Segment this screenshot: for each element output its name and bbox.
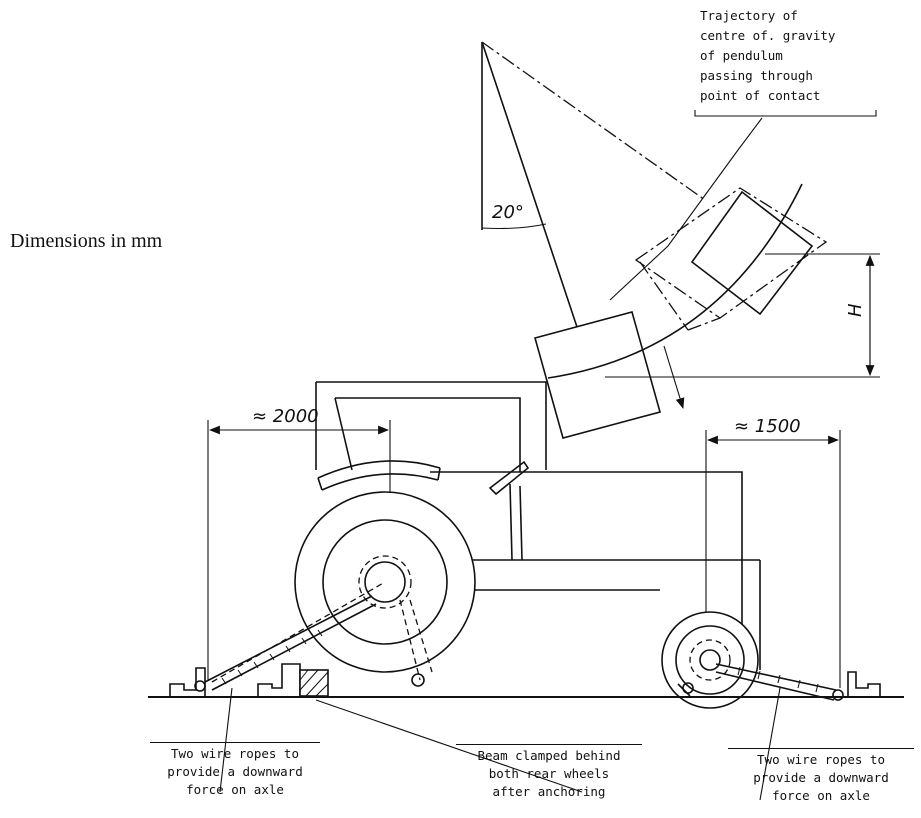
trajectory-line-2: centre of. gravity <box>700 28 836 43</box>
leader-center <box>315 699 583 793</box>
pendulum-arm <box>481 41 579 331</box>
trajectory-line-4: passing through <box>700 68 813 83</box>
wire-ropes <box>194 581 844 701</box>
trajectory-leader <box>609 117 763 301</box>
cab-roof <box>316 381 547 470</box>
fender <box>317 460 441 479</box>
wire-rope-left <box>204 595 373 683</box>
tractor <box>294 381 761 709</box>
front-axle <box>699 649 721 671</box>
leader-right <box>759 687 781 801</box>
rear-axle <box>364 561 406 603</box>
steering-wheel <box>488 460 530 496</box>
front-dimension-label: ≈ 2000 <box>252 406 319 427</box>
trajectory-line-5: point of contact <box>700 88 820 103</box>
pendulum-weight <box>534 311 661 439</box>
trajectory-label: Trajectory of centre of. gravity of pend… <box>694 8 877 117</box>
hood <box>430 471 743 648</box>
trajectory-line-1: Trajectory of <box>700 8 798 23</box>
pendulum: 20° <box>481 41 828 439</box>
raised-pendulum-weight <box>690 190 814 316</box>
leader-left <box>219 687 233 793</box>
pendulum-arm-raised <box>481 41 706 201</box>
front-dimension: ≈ 2000 <box>207 406 391 680</box>
angle-label: 20° <box>492 202 524 223</box>
trajectory-line-3: of pendulum <box>700 48 783 63</box>
trajectory-arc <box>547 183 803 379</box>
dimensions-note: Dimensions in mm <box>10 230 163 252</box>
anchors <box>169 663 881 697</box>
height-dimension: H <box>605 253 880 378</box>
height-label: H <box>845 303 866 317</box>
raised-pendulum-outer <box>634 187 828 319</box>
wire-rope-right <box>715 663 837 691</box>
angle-arc <box>481 223 547 230</box>
rear-dimension-label: ≈ 1500 <box>734 416 801 437</box>
